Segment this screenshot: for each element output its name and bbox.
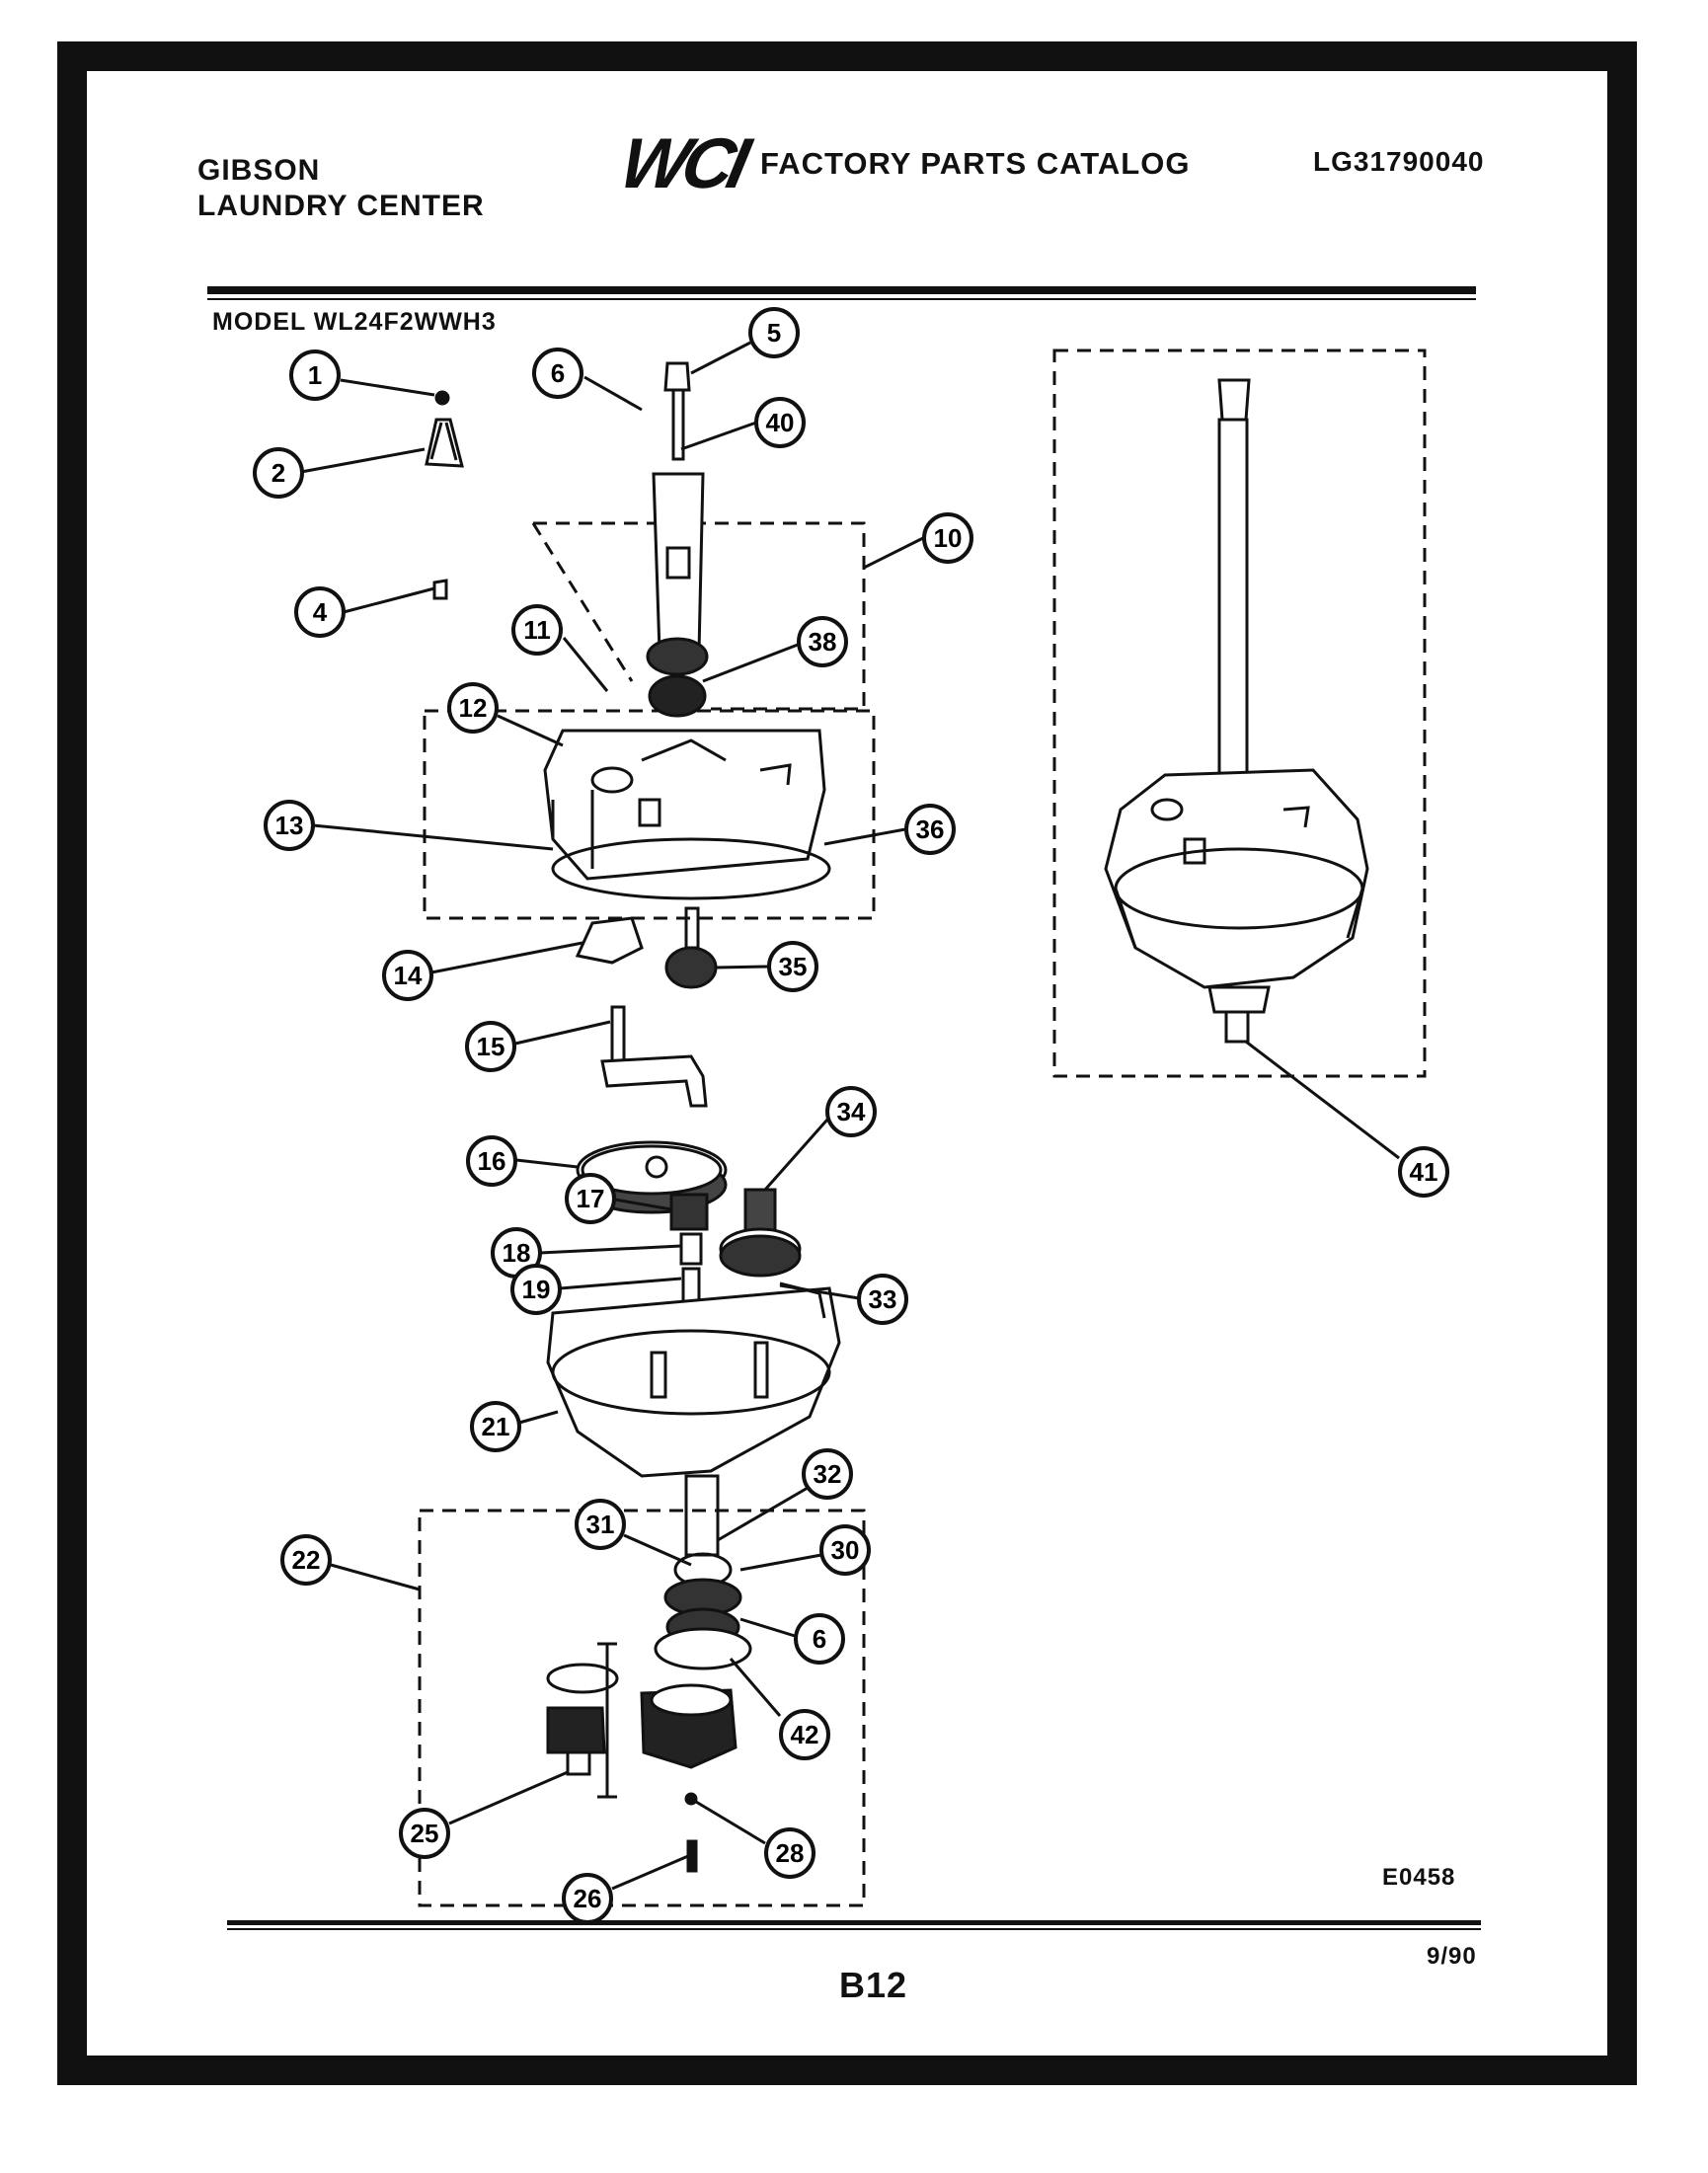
callout-36: 36	[904, 804, 956, 855]
callout-4: 4	[294, 586, 346, 638]
callout-6-bottom: 6	[794, 1613, 845, 1665]
callout-19: 19	[510, 1264, 562, 1315]
callout-32: 32	[802, 1448, 853, 1500]
callout-22: 22	[280, 1534, 332, 1586]
callout-34-text: 34	[837, 1097, 866, 1126]
callout-21-text: 21	[482, 1412, 510, 1441]
callout-18: 18	[491, 1227, 542, 1279]
callout-41: 41	[1398, 1146, 1449, 1198]
callout-25-text: 25	[411, 1819, 439, 1848]
callout-15-text: 15	[477, 1032, 505, 1061]
callout-1: 1	[289, 349, 341, 401]
callout-13: 13	[264, 800, 315, 851]
callout-21: 21	[470, 1401, 521, 1452]
callout-18-text: 18	[503, 1238, 531, 1268]
callout-32-text: 32	[814, 1459, 842, 1489]
brand-name: GIBSON	[197, 154, 321, 187]
callout-2-text: 2	[272, 458, 285, 488]
callout-2: 2	[253, 447, 304, 499]
callout-16-text: 16	[478, 1146, 506, 1176]
callout-26: 26	[562, 1873, 613, 1924]
header-rule	[207, 286, 1476, 294]
callout-10: 10	[922, 512, 973, 564]
callout-12-text: 12	[459, 693, 488, 723]
footer-rule	[227, 1920, 1481, 1925]
callout-42: 42	[779, 1709, 830, 1760]
callout-31: 31	[575, 1499, 626, 1550]
leader-lines	[300, 341, 1400, 1891]
header-rule-thin	[207, 298, 1476, 300]
callout-14: 14	[382, 950, 433, 1001]
callout-33-text: 33	[869, 1284, 897, 1314]
callout-6-bottom-text: 6	[813, 1624, 826, 1654]
callout-10-text: 10	[934, 523, 963, 553]
callout-17: 17	[565, 1173, 616, 1224]
callout-13-text: 13	[275, 811, 304, 840]
callout-11: 11	[511, 604, 563, 656]
assembly-group-boxes	[418, 349, 1427, 1907]
callout-15: 15	[465, 1021, 516, 1072]
footer-rule-thin	[227, 1928, 1481, 1930]
callout-22-text: 22	[292, 1545, 321, 1575]
callout-40: 40	[754, 397, 806, 448]
page-border	[57, 41, 1637, 2085]
callout-35: 35	[767, 941, 818, 992]
catalog-header: WCI FACTORY PARTS CATALOG	[613, 124, 1191, 203]
page-number: B12	[839, 1965, 908, 2005]
callout-30: 30	[819, 1524, 871, 1576]
callout-26-text: 26	[574, 1884, 602, 1913]
catalog-title: FACTORY PARTS CATALOG	[759, 146, 1191, 181]
callout-5: 5	[748, 307, 800, 358]
callout-25: 25	[399, 1808, 450, 1859]
callout-12: 12	[447, 682, 499, 734]
callout-17-text: 17	[577, 1184, 605, 1213]
callout-16: 16	[466, 1135, 517, 1187]
callout-14-text: 14	[394, 961, 423, 990]
callout-labels: 1 2 4 5 6 40 10 11 38 12 13 36 14 35 15 …	[253, 307, 1449, 1924]
callout-28-text: 28	[776, 1838, 805, 1868]
callout-11-text: 11	[523, 615, 551, 645]
callout-1-text: 1	[308, 360, 322, 390]
callout-34: 34	[825, 1086, 877, 1137]
callout-4-text: 4	[313, 597, 328, 627]
callout-36-text: 36	[916, 815, 945, 844]
revision-date: 9/90	[1427, 1943, 1477, 1970]
callout-19-text: 19	[522, 1275, 551, 1304]
diagram-code: E0458	[1382, 1864, 1456, 1891]
callout-38: 38	[797, 616, 848, 667]
callout-38-text: 38	[809, 627, 837, 657]
model-label: MODEL WL24F2WWH3	[212, 308, 497, 336]
callout-6-top: 6	[532, 348, 583, 399]
brand-block: GIBSON LAUNDRY CENTER	[197, 153, 485, 224]
callout-35-text: 35	[779, 952, 808, 981]
catalog-number: LG31790040	[1313, 146, 1485, 177]
callout-42-text: 42	[791, 1720, 819, 1749]
callout-28: 28	[764, 1827, 815, 1879]
brand-subtitle: LAUNDRY CENTER	[197, 190, 485, 222]
callout-40-text: 40	[766, 408, 795, 437]
callout-33: 33	[857, 1274, 908, 1325]
callout-5-text: 5	[767, 318, 781, 348]
callout-6-top-text: 6	[551, 358, 565, 388]
callout-31-text: 31	[586, 1510, 615, 1539]
callout-30-text: 30	[831, 1535, 860, 1565]
callout-41-text: 41	[1410, 1157, 1438, 1187]
